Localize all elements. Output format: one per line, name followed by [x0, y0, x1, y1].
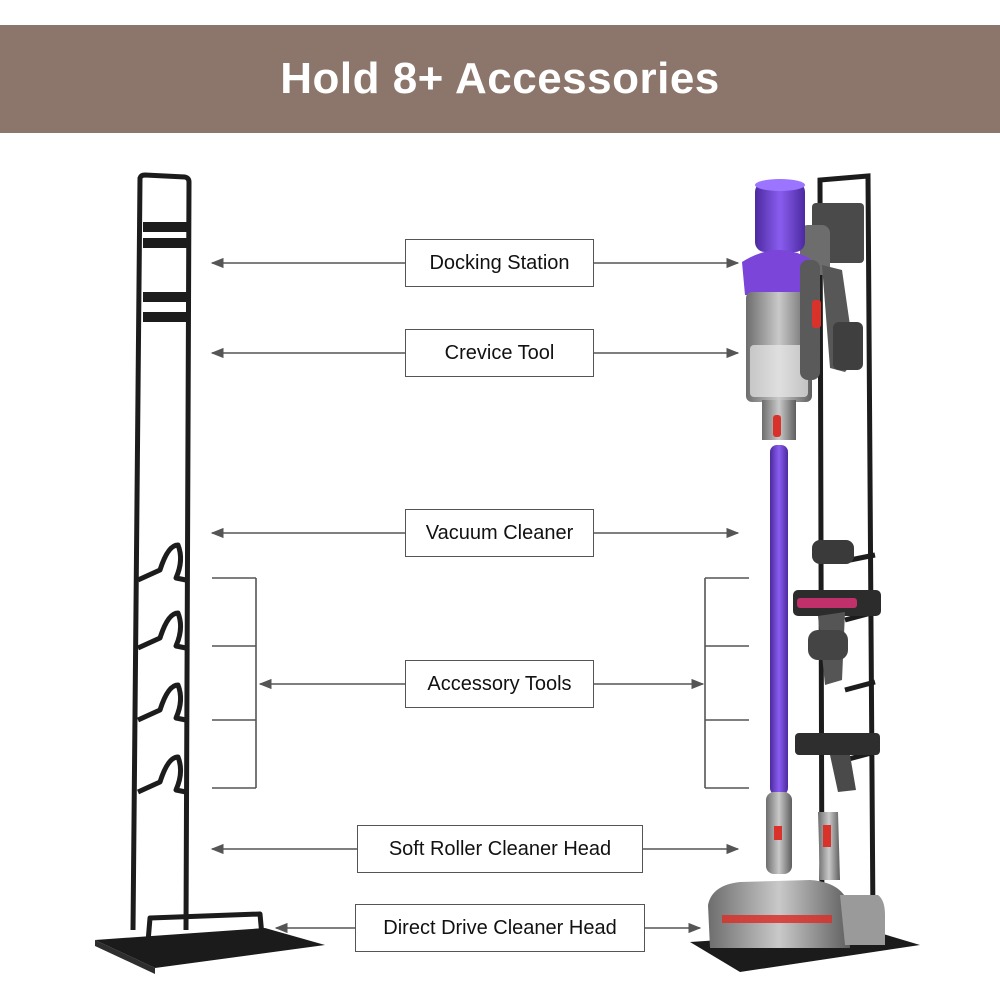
- direct-drive-head: [708, 880, 885, 948]
- accessory-tools: [793, 540, 881, 792]
- label-vacuum-cleaner: Vacuum Cleaner: [405, 509, 594, 557]
- label-docking-station: Docking Station: [405, 239, 594, 287]
- vacuum-wand: [770, 445, 788, 795]
- callout-arrows: [210, 257, 749, 934]
- stand-base: [95, 928, 325, 968]
- label-direct-drive-cleaner-head: Direct Drive Cleaner Head: [355, 904, 645, 952]
- title-banner: Hold 8+ Accessories: [0, 25, 1000, 133]
- label-crevice-tool: Crevice Tool: [405, 329, 594, 377]
- label-soft-roller-cleaner-head: Soft Roller Cleaner Head: [357, 825, 643, 873]
- banner-title: Hold 8+ Accessories: [280, 54, 720, 103]
- label-accessory-tools: Accessory Tools: [405, 660, 594, 708]
- empty-stand: [130, 172, 265, 943]
- vacuum-motor: [742, 179, 821, 440]
